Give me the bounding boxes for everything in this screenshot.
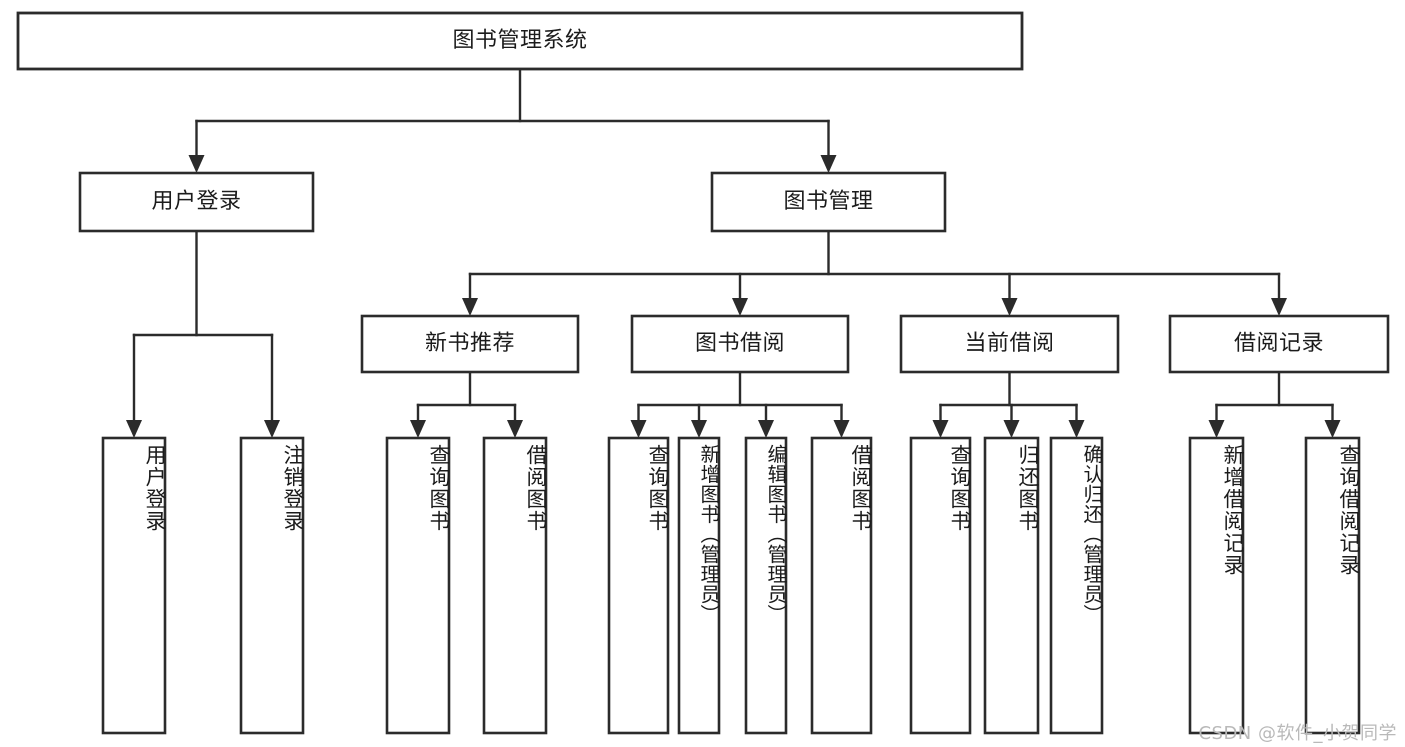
connector-layer [126,67,1341,438]
level1-node-1-label: 图书管理 [783,188,874,214]
level2-node-2-box[interactable] [899,314,1120,374]
leaf-node-3-label: 借阅图书 [524,444,548,532]
arrow-head-icon [630,420,647,438]
arrow-head-icon [188,155,205,173]
arrow-head-icon [1068,420,1085,438]
arrow-head-icon [758,420,774,438]
leaf-node-6-box[interactable] [744,436,788,735]
level2-node-3-label: 借阅记录 [1233,330,1324,356]
leaf-node-11-box[interactable] [1188,436,1245,735]
leaf-node-2-label: 查询图书 [427,444,451,532]
arrow-head-icon [462,298,478,316]
root-node-label: 图书管理系统 [452,27,588,53]
leaf-node-9-label: 归还图书 [1016,444,1040,532]
leaf-node-10-label: 确认归还（管理员） [1080,444,1104,624]
level1-node-0-box[interactable] [78,171,315,233]
leaf-node-12-box[interactable] [1304,436,1361,735]
leaf-node-5-box[interactable] [677,436,721,735]
leaf-node-0-box[interactable] [101,436,167,735]
level2-node-1-box[interactable] [630,314,850,374]
level1-node-1-box[interactable] [710,171,947,233]
leaf-node-6-label: 编辑图书（管理员） [764,444,788,624]
leaf-node-1-box[interactable] [239,436,305,735]
arrow-head-icon [1271,298,1287,316]
arrow-head-icon [1208,420,1225,438]
leaf-node-4-label: 查询图书 [646,444,670,532]
leaf-node-11-label: 新增借阅记录 [1221,444,1245,576]
level2-node-0-box[interactable] [360,314,580,374]
leaf-node-2-box[interactable] [385,436,451,735]
arrow-head-icon [1001,298,1018,316]
arrow-head-icon [820,155,837,173]
arrow-head-icon [126,420,142,438]
leaf-node-3-box[interactable] [482,436,548,735]
root-node-box[interactable] [16,11,1024,71]
arrow-head-icon [1324,420,1341,438]
leaf-node-8-box[interactable] [909,436,972,735]
arrow-head-icon [507,420,523,438]
arrow-head-icon [732,298,748,316]
level1-node-0-label: 用户登录 [151,188,242,214]
leaf-node-9-box[interactable] [983,436,1040,735]
leaf-node-8-label: 查询图书 [948,444,972,532]
leaf-node-1-label: 注销登录 [281,444,305,532]
arrow-head-icon [932,420,949,438]
leaf-node-12-label: 查询借阅记录 [1337,444,1361,576]
leaf-node-7-box[interactable] [810,436,873,735]
leaf-node-7-label: 借阅图书 [849,444,873,532]
leaf-node-5-label: 新增图书（管理员） [697,444,721,624]
watermark-text: CSDN @软件_小贺同学 [1198,723,1397,744]
arrow-head-icon [1003,420,1020,438]
level2-node-2-label: 当前借阅 [964,330,1055,356]
level2-node-3-box[interactable] [1168,314,1390,374]
box-layer [16,11,1390,735]
arrow-head-icon [833,420,850,438]
arrow-head-icon [691,420,707,438]
leaf-node-4-box[interactable] [607,436,670,735]
level2-node-1-label: 图书借阅 [694,330,785,356]
leaf-node-10-box[interactable] [1049,436,1104,735]
leaf-node-0-label: 用户登录 [143,444,167,532]
level2-node-0-label: 新书推荐 [424,330,515,356]
arrow-head-icon [264,420,280,438]
arrow-head-icon [410,420,426,438]
